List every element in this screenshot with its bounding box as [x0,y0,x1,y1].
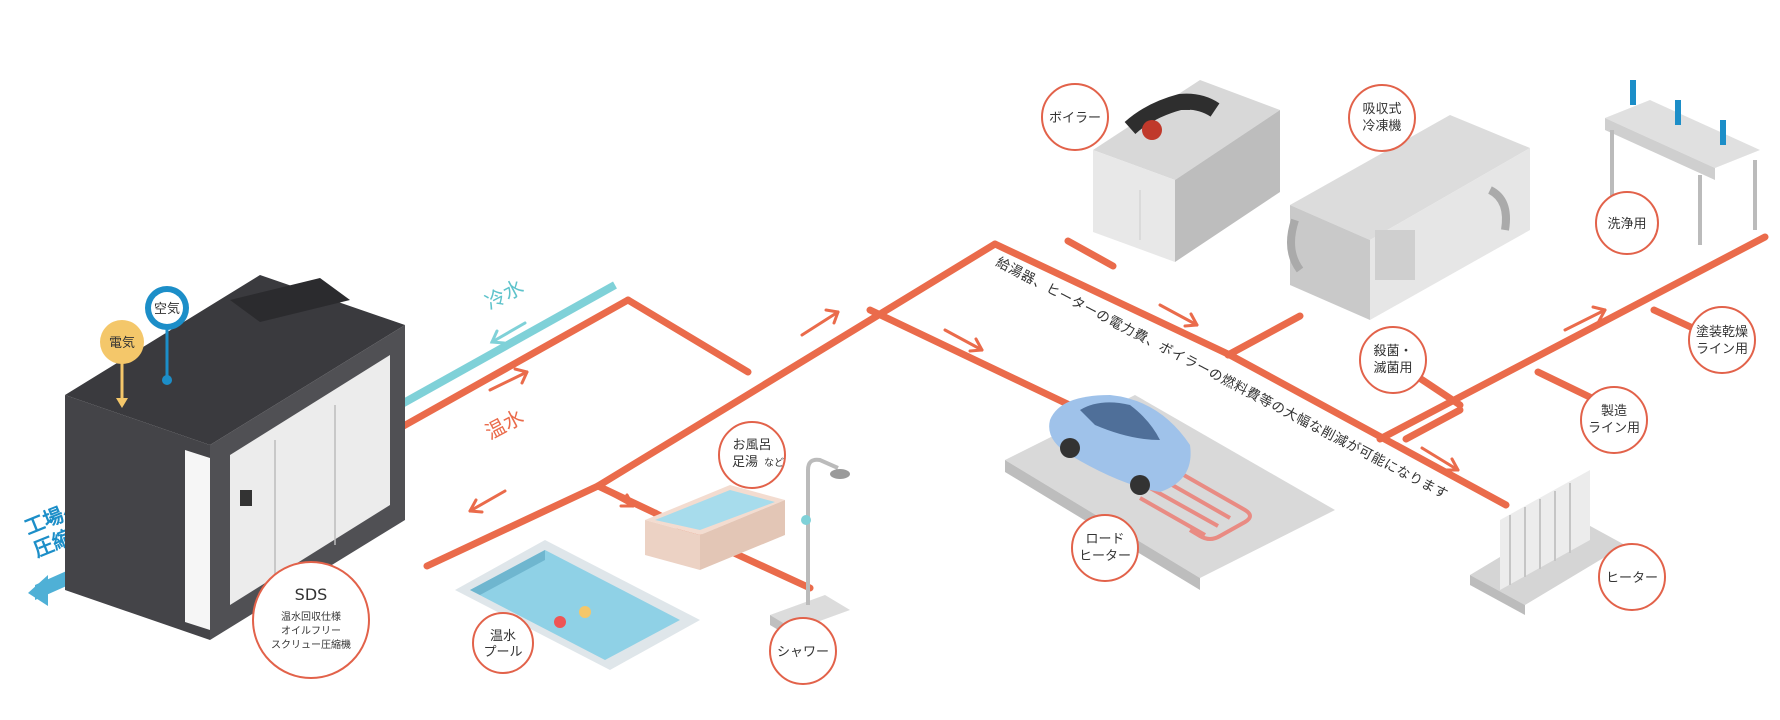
arrow-boiler [1158,303,1199,328]
svg-text:塗装乾燥: 塗装乾燥 [1696,324,1748,340]
svg-text:など: など [764,457,784,469]
arrow-main [800,308,840,337]
boiler [1093,80,1280,262]
electricity-badge-icon [100,320,144,364]
arrow-pool [468,489,507,514]
hot-water-label: 温水 [481,404,528,444]
absorption-chiller [1287,115,1530,320]
production-bubble: 製造 ライン用 [1580,386,1648,454]
cold-water-label: 冷水 [481,274,528,314]
cold-water-pipe [398,281,617,409]
sds-title: SDS [295,585,328,604]
svg-text:滅菌用: 滅菌用 [1373,361,1412,376]
svg-text:ヒーター: ヒーター [1606,571,1658,586]
paint-bubble: 塗装乾燥 ライン用 [1688,306,1756,374]
sterilize-bubble: 殺菌・ 滅菌用 [1359,326,1427,394]
svg-text:温水: 温水 [490,629,516,644]
heater-bubble: ヒーター [1598,543,1666,611]
svg-text:洗浄用: 洗浄用 [1607,217,1646,232]
svg-text:オイルフリー: オイルフリー [281,625,341,637]
pool [455,540,700,670]
boiler-bubble: ボイラー [1041,83,1109,151]
air-label: 空気 [154,301,180,317]
electricity-badge: 電気 [100,320,144,408]
svg-text:殺菌・: 殺菌・ [1373,344,1412,359]
road-bubble: ロード ヒーター [1071,514,1139,582]
sds-compressor [65,275,405,640]
svg-text:ヒーター: ヒーター [1079,549,1131,564]
arrow-hot-out [488,367,529,392]
car [1049,395,1191,495]
arrow-bath [596,485,635,508]
svg-text:シャワー: シャワー [777,645,829,660]
shower-bubble: シャワー [769,617,837,685]
bathtub [645,485,785,570]
washing-bubble: 洗浄用 [1595,191,1659,255]
cold-water-arrow [489,321,527,345]
svg-text:お風呂: お風呂 [732,438,771,453]
svg-text:吸収式: 吸収式 [1362,102,1401,117]
svg-text:ロード: ロード [1085,532,1124,547]
flow-arrows [468,303,1607,514]
arrow-heater [1420,446,1460,472]
shower [770,457,850,640]
svg-text:ボイラー: ボイラー [1049,111,1101,126]
svg-text:ライン用: ライン用 [1696,342,1748,357]
svg-text:冷凍機: 冷凍機 [1362,118,1401,134]
air-badge: 空気 [145,286,189,385]
svg-text:ライン用: ライン用 [1588,421,1640,436]
road-heater [1005,395,1335,590]
svg-text:温水回収仕様: 温水回収仕様 [281,610,341,623]
absorption-bubble: 吸収式 冷凍機 [1348,84,1416,152]
svg-text:足湯: 足湯 [732,455,758,470]
heater-radiator [1470,470,1625,615]
svg-text:プール: プール [483,645,522,660]
arrow-wash [1563,305,1607,332]
electricity-label: 電気 [109,335,135,351]
svg-text:スクリュー圧縮機: スクリュー圧縮機 [271,638,351,651]
svg-text:製造: 製造 [1601,404,1627,419]
arrow-car [943,328,984,353]
pool-bubble: 温水 プール [472,612,534,674]
sds-label-bubble: SDS 温水回収仕様 オイルフリー スクリュー圧縮機 [252,561,370,679]
bath-bubble: お風呂 足湯 など [718,421,786,489]
